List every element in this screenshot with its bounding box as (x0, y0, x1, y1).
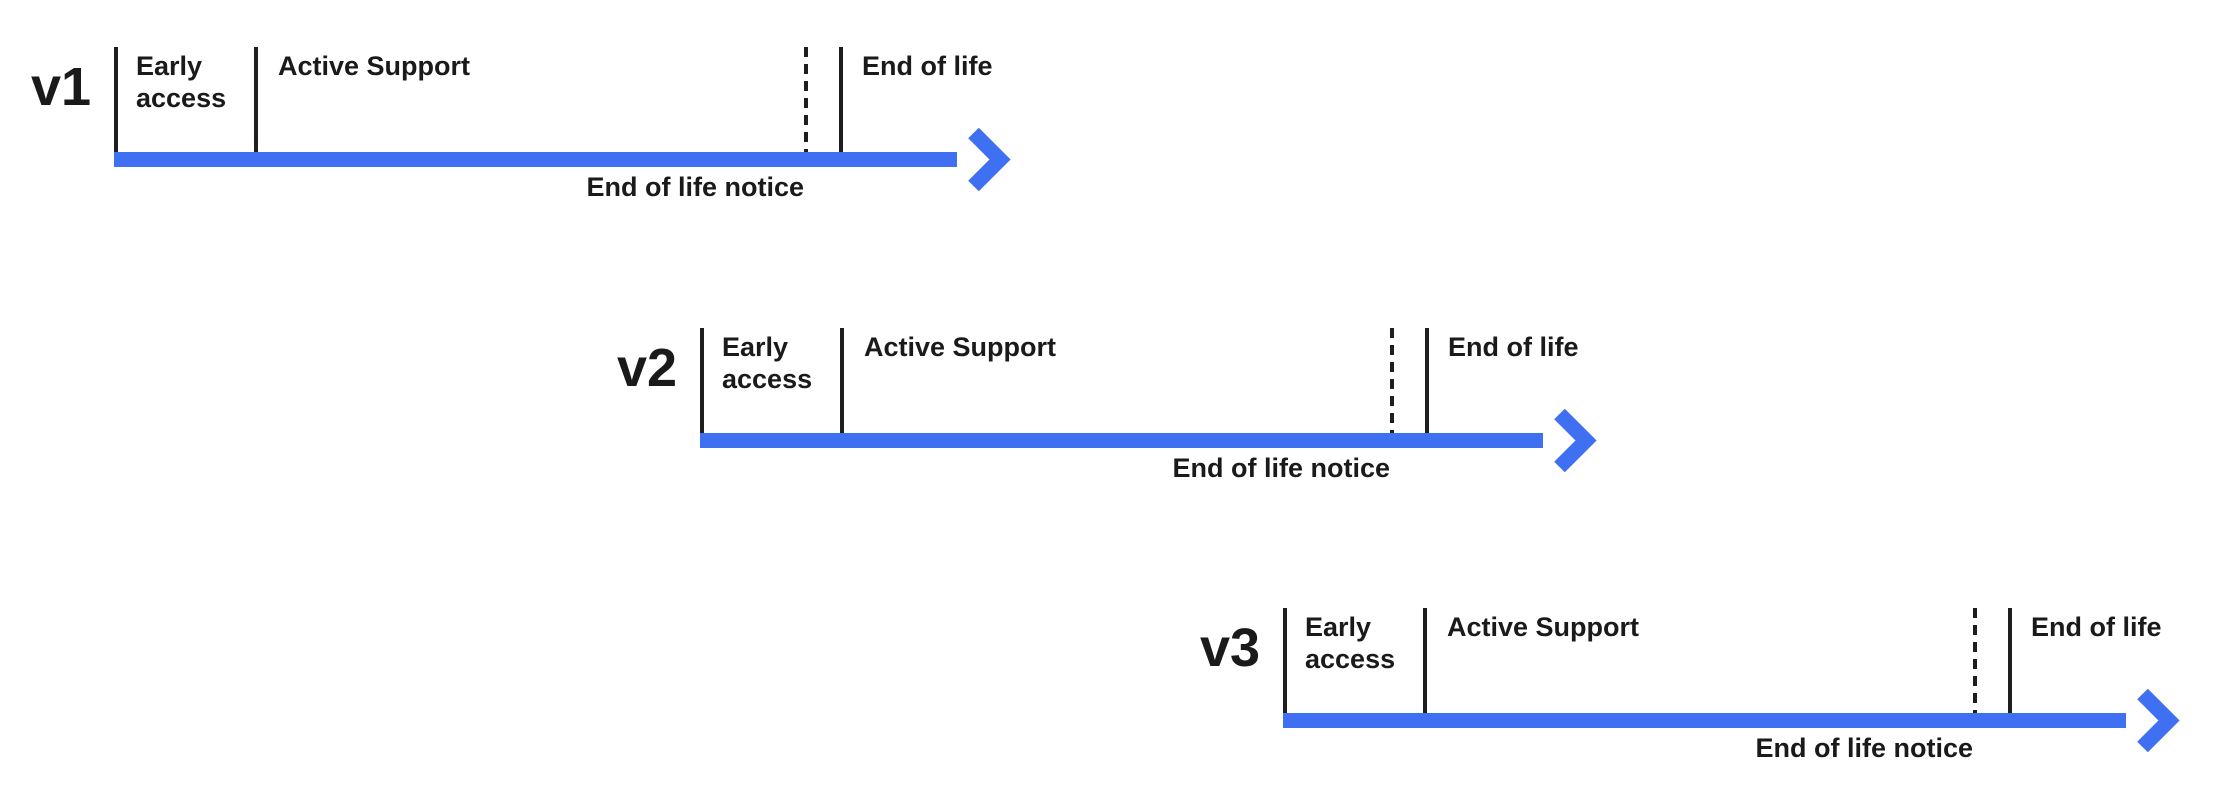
label-end-of-life: End of life (2031, 612, 2162, 642)
label-early-access: Early access (722, 332, 813, 394)
version-label: v1 (31, 57, 92, 117)
label-active-support: Active Support (278, 51, 471, 81)
arrowhead-icon (1554, 408, 1597, 473)
version-label: v2 (617, 338, 678, 398)
version-label: v3 (1200, 618, 1261, 678)
timeline-arrow-shaft (700, 433, 1543, 448)
timeline-arrow-shaft (114, 152, 957, 167)
timeline-graphic (114, 47, 1011, 192)
timeline-graphic (700, 328, 1597, 473)
label-early-access: Early access (1305, 612, 1396, 674)
timeline-arrow-shaft (1283, 713, 2126, 728)
label-end-of-life: End of life (862, 51, 993, 81)
label-end-of-life-notice: End of life notice (1172, 453, 1390, 483)
arrowhead-icon (2137, 688, 2180, 753)
label-early-access: Early access (136, 51, 227, 113)
label-active-support: Active Support (864, 332, 1057, 362)
label-active-support: Active Support (1447, 612, 1640, 642)
label-end-of-life-notice: End of life notice (586, 172, 804, 202)
label-end-of-life-notice: End of life notice (1755, 733, 1973, 763)
label-end-of-life: End of life (1448, 332, 1579, 362)
arrowhead-icon (968, 127, 1011, 192)
timeline-graphic (1283, 608, 2180, 753)
